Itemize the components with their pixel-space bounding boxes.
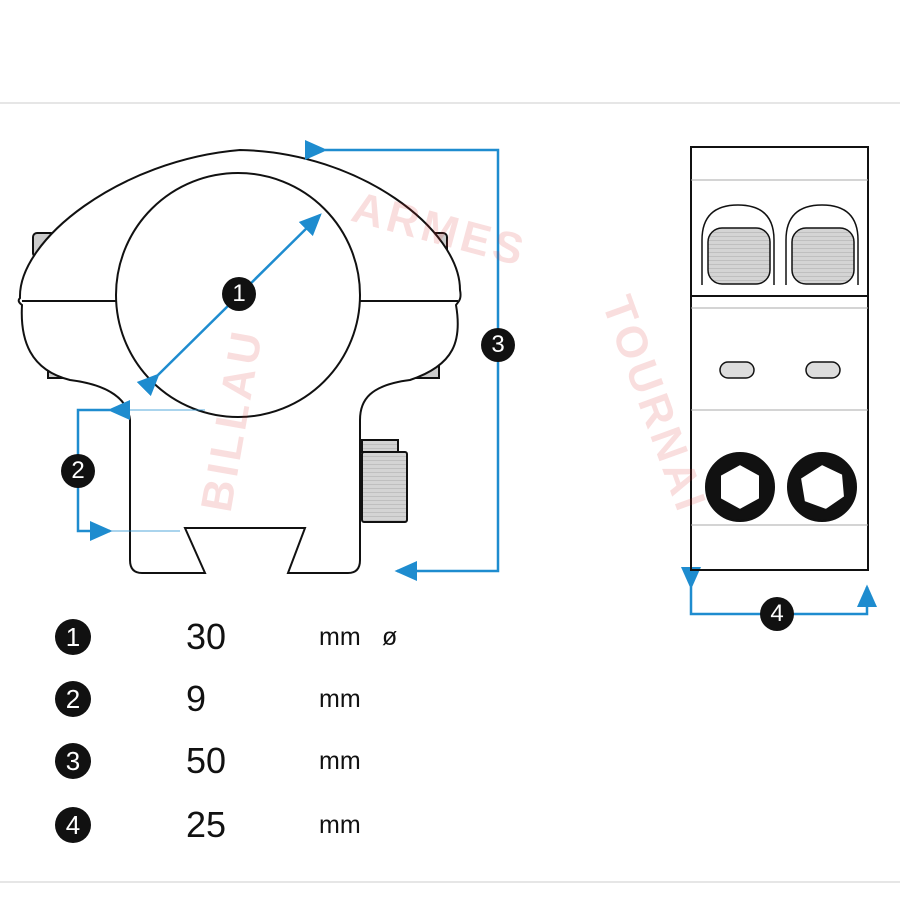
legend-row-1: 1 30 mm ø bbox=[0, 617, 450, 657]
screw-head-side-left bbox=[707, 227, 771, 285]
slot-right bbox=[805, 361, 841, 379]
legend-number-badge: 1 bbox=[55, 619, 91, 655]
legend-value: 30 bbox=[186, 616, 227, 657]
legend-value: 25 bbox=[186, 804, 227, 845]
callout-2: 2 bbox=[61, 454, 95, 488]
legend-number-badge: 2 bbox=[55, 681, 91, 717]
legend-value: 50 bbox=[186, 740, 227, 781]
screw-head-side-right bbox=[791, 227, 855, 285]
legend-number-badge: 3 bbox=[55, 743, 91, 779]
legend-row-3: 3 50 mm bbox=[0, 741, 450, 781]
screw-recess-right bbox=[785, 204, 859, 285]
legend-unit: mm bbox=[319, 811, 361, 839]
callout-3: 3 bbox=[481, 328, 515, 362]
hex-right-inner bbox=[798, 462, 847, 512]
clamp-knob-back bbox=[361, 439, 399, 453]
callout-1: 1 bbox=[222, 277, 256, 311]
legend-unit: mm bbox=[319, 623, 361, 651]
callout-4: 4 bbox=[760, 597, 794, 631]
slot-left bbox=[719, 361, 755, 379]
side-outline bbox=[690, 146, 869, 571]
diameter-symbol: ø bbox=[382, 623, 398, 651]
legend-unit: mm bbox=[319, 747, 361, 775]
ring-side-view bbox=[690, 146, 869, 571]
legend-unit: mm bbox=[319, 685, 361, 713]
legend-row-2: 2 9 mm bbox=[0, 679, 450, 719]
clamp-knob bbox=[361, 451, 408, 523]
legend-number-badge: 4 bbox=[55, 807, 91, 843]
legend-value: 9 bbox=[186, 678, 207, 719]
hex-left-inner bbox=[719, 462, 761, 512]
ring-front-view bbox=[17, 148, 462, 574]
screw-recess-left bbox=[701, 204, 775, 285]
legend-row-4: 4 25 mm bbox=[0, 805, 450, 845]
